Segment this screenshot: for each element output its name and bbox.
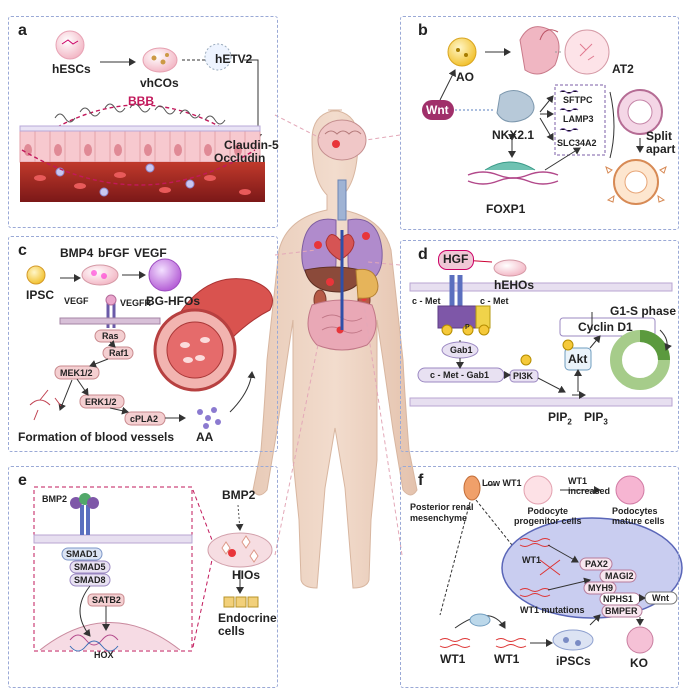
cyclin-label: Cyclin D1 <box>578 320 633 334</box>
hgf-badge <box>438 250 474 270</box>
hios-label: HIOs <box>232 568 261 582</box>
g1s-label: G1-S phase <box>610 304 677 318</box>
mek-label: MEK1/2 <box>60 368 93 378</box>
panel-e-label: e <box>18 472 27 489</box>
heohs-label: hEHOs <box>494 278 535 292</box>
smad1-label: SMAD1 <box>66 549 98 559</box>
claudin5-label: Claudin-5 <box>224 138 279 152</box>
wnt-badge <box>422 100 454 120</box>
wt1-b-label: WT1 <box>494 652 520 666</box>
ao-label: AO <box>456 70 474 84</box>
bfgf-label: bFGF <box>98 246 130 260</box>
panel-f <box>400 466 679 688</box>
panel-f-label: f <box>418 472 424 489</box>
formation-label: Formation of blood vessels <box>18 430 175 444</box>
satb2-label: SATB2 <box>92 595 121 605</box>
panel-e-artwork <box>33 486 273 652</box>
wt1-increased-label: WT1 increased <box>568 476 611 496</box>
bmper-label: BMPER <box>605 606 638 616</box>
hescs-label: hESCs <box>52 62 91 76</box>
split-apart-label: Split apart <box>646 129 676 156</box>
wt1-mut-label: WT1 mutations <box>520 605 585 615</box>
sftpc-label: SFTPC <box>563 95 593 105</box>
wt1-a-label: WT1 <box>440 652 466 666</box>
podocyte-prog-label: Podocyte progenitor cells <box>514 506 582 526</box>
bmp2-label: BMP2 <box>42 494 68 504</box>
vegfr-label: VEGFR <box>120 298 152 308</box>
smad8-label: SMAD8 <box>74 575 106 585</box>
smad5-label: SMAD5 <box>74 562 106 572</box>
akt-label: Akt <box>568 352 588 366</box>
at2-label: AT2 <box>612 62 634 76</box>
wnt-label: Wnt <box>426 103 449 117</box>
pax2-label: PAX2 <box>585 559 608 569</box>
phospho-p-label: P <box>465 324 470 331</box>
panel-b-label: b <box>418 22 428 39</box>
lamp3-label: LAMP3 <box>563 114 594 124</box>
panel-a <box>8 16 278 228</box>
vhcos-label: vhCOs <box>140 76 179 90</box>
aa-label: AA <box>196 430 214 444</box>
vegf-label: VEGF <box>64 296 89 306</box>
hox-label: HOX <box>94 650 114 660</box>
hgf-label: HGF <box>443 252 469 266</box>
panel-c <box>8 236 278 452</box>
erk-label: ERK1/2 <box>85 397 117 407</box>
ipsc-label: IPSC <box>26 288 55 302</box>
ras-label: Ras <box>102 331 119 341</box>
pip3-label: PIP3 <box>584 410 608 427</box>
human-body-figure <box>252 109 418 589</box>
panel-d-label: d <box>418 246 428 263</box>
posterior-label: Posterior renal mesenchyme <box>410 502 474 523</box>
endocrine-label: Endocrine cells <box>218 611 277 638</box>
myh9-label: MYH9 <box>588 583 614 593</box>
panel-d <box>400 240 679 452</box>
low-wt1-label: Low WT1 <box>482 478 522 488</box>
panel-c-artwork <box>26 258 273 429</box>
bmp4-label: BMP4 <box>60 246 94 260</box>
wnt-f-label: Wnt <box>652 593 669 603</box>
panel-b-artwork <box>439 26 667 205</box>
cmet-left-label: c - Met <box>412 296 441 306</box>
panel-a-label: a <box>18 22 27 39</box>
cmet-right-label: c - Met <box>480 296 509 306</box>
vegf-top-label: VEGF <box>134 246 167 260</box>
pip2-label: PIP2 <box>548 410 572 427</box>
panel-f-artwork <box>439 475 683 654</box>
cpla2-label: cPLA2 <box>130 414 159 424</box>
bmp2-top-label: BMP2 <box>222 488 256 502</box>
gab1-label: Gab1 <box>450 345 473 355</box>
magi2-label: MAGI2 <box>605 571 634 581</box>
pi3k-label: PI3K <box>513 371 534 381</box>
occludin-label: Occludin <box>214 151 266 165</box>
podocytes-label: Podocytes mature cells <box>612 506 665 526</box>
nphs1-label: NPHS1 <box>603 594 634 604</box>
slc34a2-label: SLC34A2 <box>557 138 597 148</box>
ipscs-label: iPSCs <box>556 654 591 668</box>
nkx21-label: NKX2.1 <box>492 128 535 142</box>
panel-c-label: c <box>18 242 27 259</box>
hetv2-label: hETV2 <box>215 52 253 66</box>
panel-e <box>8 466 278 688</box>
panel-b <box>400 16 679 230</box>
cmet-gab1-label: c - Met - Gab1 <box>430 370 490 380</box>
ko-label: KO <box>630 656 648 670</box>
raf1-label: Raf1 <box>109 348 129 358</box>
panel-d-artwork <box>409 257 673 407</box>
wt1-mid-label: WT1 <box>522 555 541 565</box>
bg-hfos-label: BG-HFOs <box>146 294 200 308</box>
foxp1-label: FOXP1 <box>486 202 526 216</box>
panel-a-artwork <box>19 30 265 202</box>
bbb-label: BBB <box>128 94 154 108</box>
